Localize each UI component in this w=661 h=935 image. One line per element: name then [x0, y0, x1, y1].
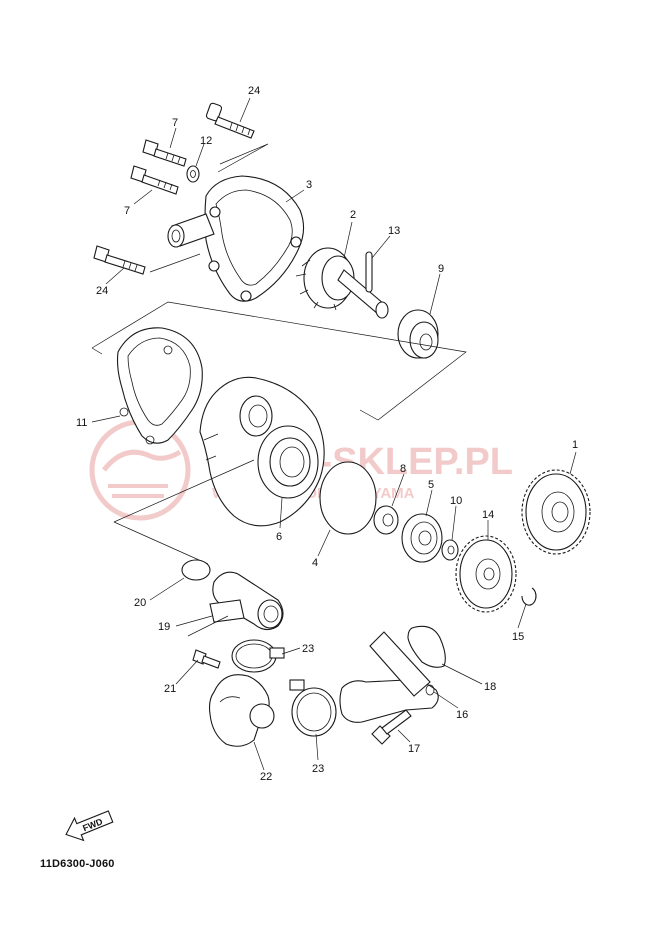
callout-7b: 7	[124, 205, 130, 217]
water-pump-housing-6	[199, 376, 325, 527]
callout-24a: 24	[248, 85, 260, 97]
bolt-7-lower	[130, 165, 179, 195]
hose-clamp-23-upper	[231, 639, 285, 673]
assembly-outline	[91, 301, 467, 421]
bearing-8	[373, 505, 399, 535]
water-pump-cover-3	[167, 175, 305, 302]
callout-8: 8	[400, 463, 406, 475]
o-ring-4	[319, 461, 377, 535]
o-ring-20	[181, 559, 211, 581]
hose-22	[208, 674, 270, 747]
bolt-24b-guide-line	[149, 253, 201, 273]
callout-1: 1	[572, 439, 578, 451]
callout-7a: 7	[172, 117, 178, 129]
washer-12	[186, 165, 200, 183]
pin-13	[365, 251, 373, 293]
callout-13: 13	[388, 225, 400, 237]
callout-22: 22	[260, 771, 272, 783]
circlip-15	[521, 587, 537, 606]
callout-9: 9	[438, 263, 444, 275]
pipe-19	[209, 571, 284, 631]
leader-lines	[91, 97, 577, 771]
callout-12: 12	[200, 135, 212, 147]
bolt-17	[371, 709, 412, 745]
gear-1	[521, 469, 591, 555]
washer-10	[441, 539, 459, 561]
callout-3: 3	[306, 179, 312, 191]
outlet-pipe-16	[339, 631, 439, 723]
callout-18: 18	[484, 681, 496, 693]
callout-2: 2	[350, 209, 356, 221]
impeller-2	[295, 247, 389, 319]
callout-labels: 24 7 12 7 3 2 13 24 9 11 1 8 5 10 14 6 4…	[76, 85, 578, 783]
callout-15: 15	[512, 631, 524, 643]
callout-21: 21	[164, 683, 176, 695]
bolt-24-guide-line	[217, 143, 269, 173]
gasket-11	[116, 327, 203, 445]
callout-23a: 23	[302, 643, 314, 655]
callout-4: 4	[312, 557, 318, 569]
callout-19: 19	[158, 621, 170, 633]
callout-10: 10	[450, 495, 462, 507]
callout-5: 5	[428, 479, 434, 491]
o-ring-18	[407, 625, 446, 668]
fwd-label: FWD	[81, 816, 104, 833]
callout-11: 11	[76, 417, 87, 429]
callout-14: 14	[482, 509, 494, 521]
callout-24b: 24	[96, 285, 108, 297]
callout-20: 20	[134, 597, 146, 609]
diagram-part-code: 11D6300-J060	[40, 858, 115, 870]
forward-direction-arrow: FWD	[65, 810, 114, 842]
oil-seal-9	[397, 309, 439, 359]
callout-16: 16	[456, 709, 468, 721]
housing-guide-line	[113, 459, 255, 523]
bolt-24-top	[205, 102, 255, 139]
gear-14	[455, 535, 517, 613]
bolt-21	[192, 649, 221, 669]
bearing-5	[401, 513, 443, 563]
pipe-guide-line	[113, 521, 209, 565]
hose-clamp-23-lower	[249, 679, 337, 737]
callout-23b: 23	[312, 763, 324, 775]
bolt-21-guide-line	[187, 615, 229, 637]
callout-6: 6	[276, 531, 282, 543]
callout-17: 17	[408, 743, 420, 755]
bolt-24-lower	[93, 245, 146, 275]
bolt-7-upper	[142, 139, 187, 167]
